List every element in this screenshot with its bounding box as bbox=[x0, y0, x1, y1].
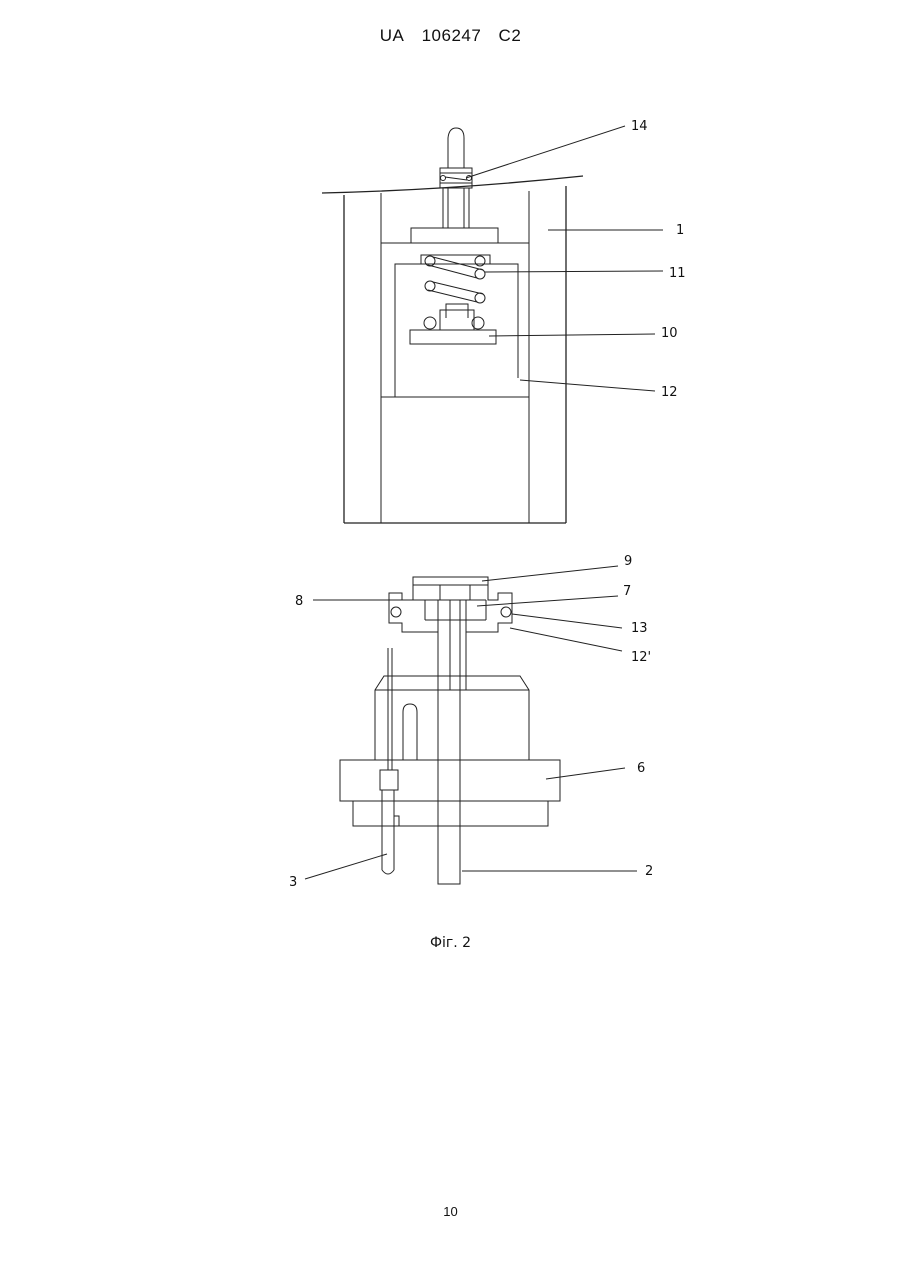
inner-cup bbox=[395, 255, 518, 397]
label-2: 2 bbox=[645, 864, 653, 879]
label-3: 3 bbox=[289, 875, 297, 890]
page-number: 10 bbox=[0, 1204, 901, 1219]
label-13: 13 bbox=[631, 621, 648, 636]
label-7: 7 bbox=[623, 584, 631, 599]
label-9: 9 bbox=[624, 554, 632, 569]
cap-9 bbox=[413, 577, 488, 585]
upper-assembly bbox=[322, 128, 583, 523]
leader-lines bbox=[305, 126, 663, 879]
u-slot bbox=[403, 704, 417, 760]
flange-6 bbox=[340, 760, 560, 801]
spring-11 bbox=[425, 256, 485, 303]
label-14: 14 bbox=[631, 119, 648, 134]
top-plate bbox=[411, 228, 498, 243]
rod-3 bbox=[380, 648, 399, 874]
label-11: 11 bbox=[669, 266, 686, 281]
label-12-prime: 12' bbox=[631, 650, 651, 665]
shaft-2 bbox=[438, 600, 466, 884]
lower-assembly bbox=[340, 577, 560, 884]
piston-10 bbox=[410, 304, 496, 344]
label-10: 10 bbox=[661, 326, 678, 341]
label-6: 6 bbox=[637, 761, 645, 776]
body-block bbox=[375, 676, 529, 760]
frame-12 bbox=[381, 243, 529, 397]
figure-caption: Фіг. 2 bbox=[0, 935, 901, 951]
label-12: 12 bbox=[661, 385, 678, 400]
label-1: 1 bbox=[676, 223, 684, 238]
reference-labels: 14 1 11 10 12 9 7 8 13 12' 6 2 3 bbox=[289, 119, 686, 890]
label-8: 8 bbox=[295, 594, 303, 609]
